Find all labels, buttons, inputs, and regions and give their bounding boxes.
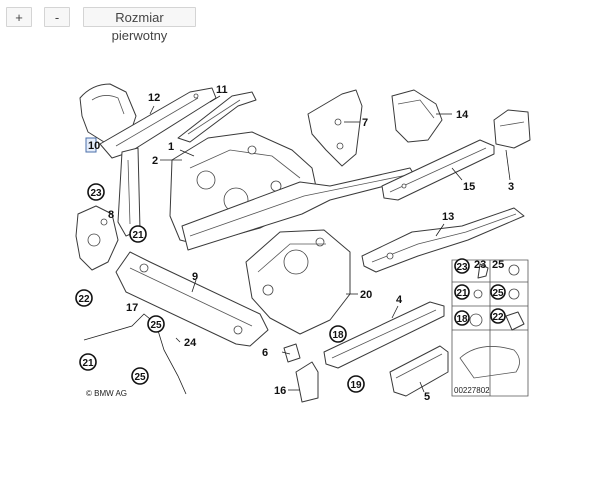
circled-label-18-grid: 18: [456, 314, 468, 325]
pillar: [117, 147, 141, 237]
label-24: 24: [184, 337, 197, 349]
label-15: 8: [108, 209, 114, 221]
label-11: 2: [152, 155, 158, 167]
label-6: 12: [148, 92, 160, 104]
zoom-out-button[interactable]: -: [44, 7, 70, 27]
copyright-text: © BMW AG: [86, 389, 127, 398]
part-13-clip: [283, 343, 301, 363]
part-14-panel: [307, 89, 363, 167]
fasteners-grid: [451, 259, 529, 397]
zoom-in-button[interactable]: +: [6, 7, 32, 27]
circled-label-25: 25: [150, 320, 162, 331]
circled-label-22-grid: 22: [492, 312, 504, 323]
part-9-sill: [381, 139, 495, 201]
label-14: 7: [362, 117, 368, 129]
circled-label-21b: 21: [82, 358, 94, 369]
label-25-grid: 25: [492, 259, 504, 271]
label-7: 13: [442, 211, 454, 223]
leader-lines: [91, 95, 511, 393]
part-12-bracket: [295, 361, 319, 403]
circled-label-22: 22: [78, 294, 90, 305]
part-8-bracket: [391, 89, 443, 143]
part-16-crossmember: [115, 251, 269, 347]
part-1-front-frame: [169, 131, 417, 251]
image-number: 00227802: [454, 386, 490, 395]
circled-label-21-grid: 21: [456, 288, 468, 299]
circled-label-18: 18: [332, 330, 344, 341]
part-7-rail: [361, 207, 525, 273]
part-5-rail: [177, 91, 257, 143]
label-2: 4: [396, 294, 403, 306]
circled-label-19: 19: [350, 380, 362, 391]
label-12: 16: [274, 385, 286, 397]
label-20: 20: [360, 289, 372, 301]
circled-label-23-grid: 23: [456, 262, 468, 273]
label-1: 1: [168, 141, 174, 153]
part-6-strut: [99, 87, 217, 159]
part-10-bracket: [493, 109, 531, 149]
part-20-rear-frame: [245, 229, 351, 335]
circled-labels: 23 21 22 25 21 25 18 19 23 21 22 18 25: [75, 183, 506, 393]
original-size-button[interactable]: Rozmiar pierwotny: [83, 7, 196, 43]
label-5: 11: [216, 84, 228, 96]
label-16: 9: [192, 271, 198, 283]
label-23-grid: 23: [474, 259, 486, 271]
part-2-sill: [323, 301, 445, 369]
circled-label-25b: 25: [134, 372, 146, 383]
label-3: 5: [424, 391, 430, 403]
circled-label-25-grid: 25: [492, 288, 504, 299]
label-17: 17: [126, 302, 138, 314]
label-10: 3: [508, 181, 514, 193]
selected-label-box: [85, 137, 97, 153]
image-toolbar: + - Rozmiar pierwotny: [0, 0, 593, 43]
label-13: 6: [262, 347, 268, 359]
label-9: 15: [463, 181, 475, 193]
part-15-bracket: [75, 205, 119, 271]
label-8: 14: [456, 109, 469, 121]
circled-label-21: 21: [132, 230, 144, 241]
label-4[interactable]: 10: [88, 140, 100, 152]
part-3-bracket: [389, 345, 449, 397]
circled-label-23: 23: [90, 188, 102, 199]
part-4-arch-panel: [79, 83, 137, 143]
